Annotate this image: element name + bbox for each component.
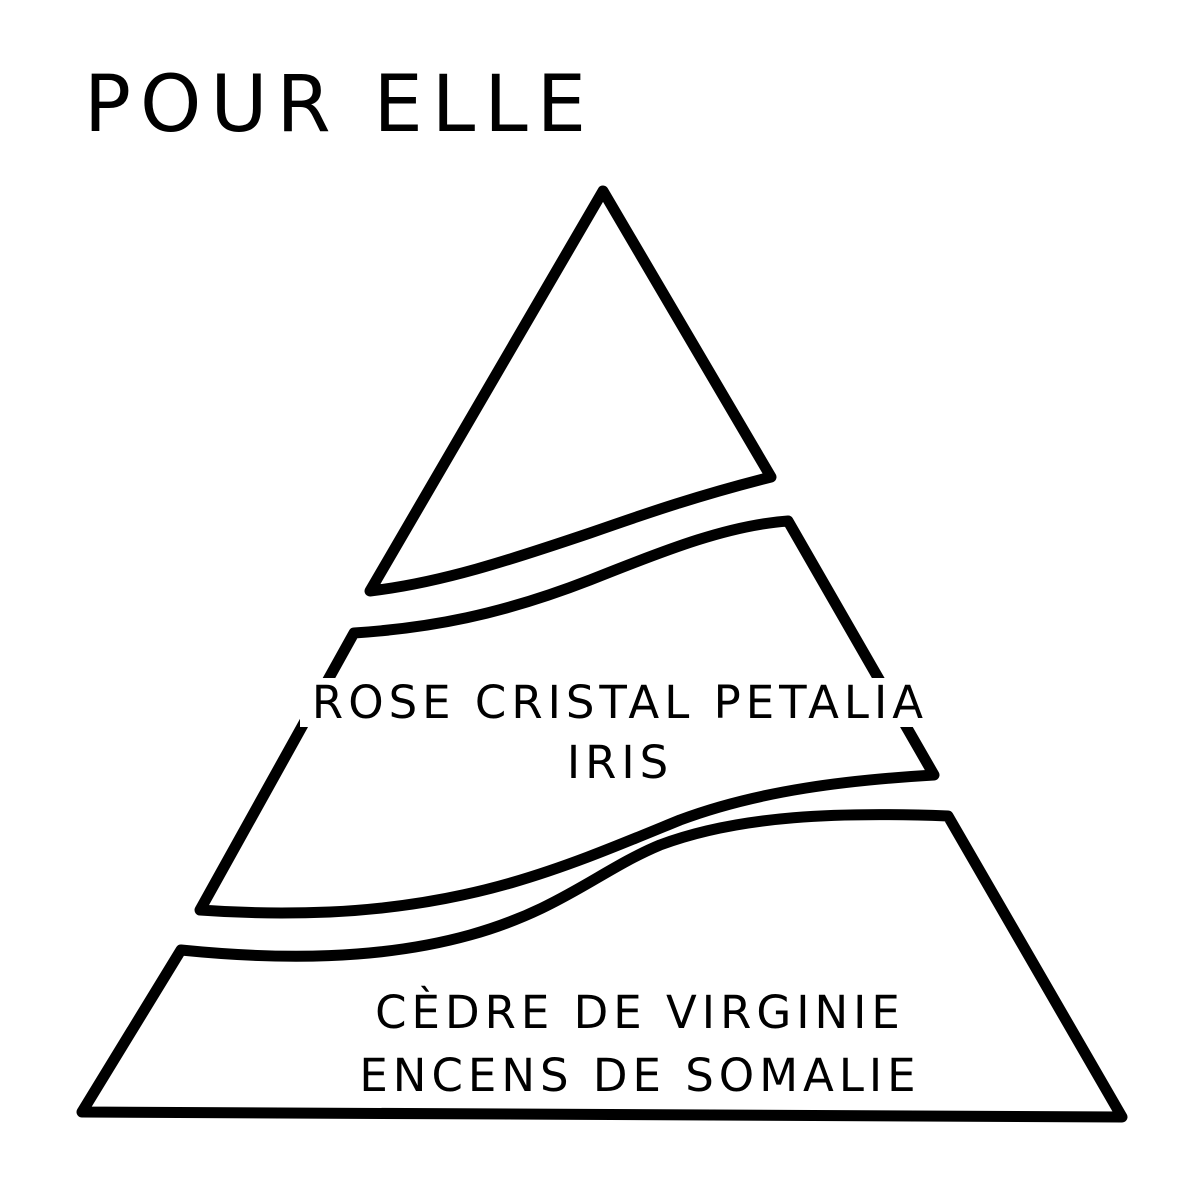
heart-note-line-1: ROSE CRISTAL PETALIA	[300, 678, 940, 727]
heart-note-line-2: IRIS	[566, 736, 674, 789]
base-note-line-1: CÈDRE DE VIRGINIE	[375, 986, 905, 1039]
base-note-line-2: ENCENS DE SOMALIE	[359, 1049, 921, 1102]
pyramid-tier-bottom	[76, 809, 1128, 1123]
page-title: POUR ELLE	[84, 60, 595, 150]
pyramid-tier-middle	[194, 515, 940, 919]
pyramid-tier-top	[364, 185, 777, 597]
